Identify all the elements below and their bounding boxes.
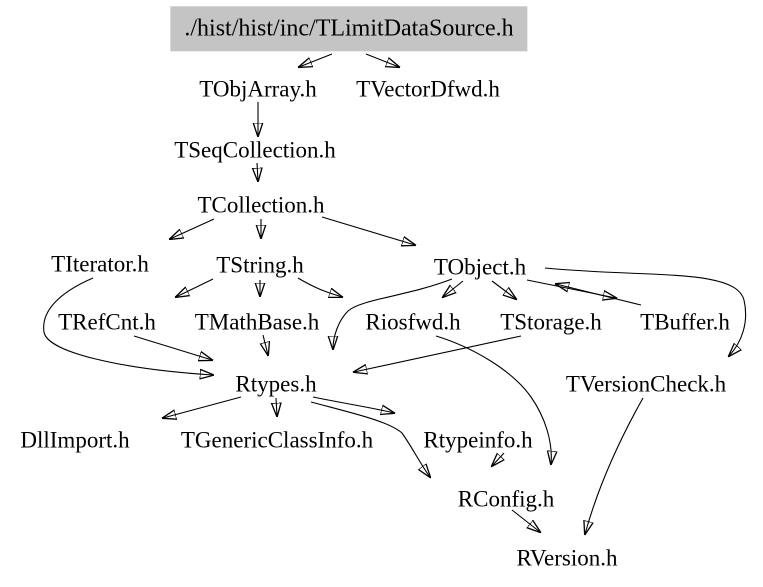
node-rconfig[interactable]: RConfig.h bbox=[457, 486, 555, 512]
edge-rconfig-rversion bbox=[511, 509, 540, 532]
node-trefcnt[interactable]: TRefCnt.h bbox=[58, 309, 156, 335]
edge-root-tobjarray bbox=[299, 53, 333, 67]
node-tversioncheck[interactable]: TVersionCheck.h bbox=[565, 371, 727, 397]
edge-rtypes-dllimport bbox=[163, 396, 242, 418]
node-dllimport[interactable]: DllImport.h bbox=[20, 427, 130, 453]
node-rtypes[interactable]: Rtypes.h bbox=[235, 371, 317, 397]
edge-tstring-trefcnt bbox=[176, 278, 214, 297]
edge-rtypes-tgenericclassinfo bbox=[276, 397, 277, 416]
edge-tobject-tversioncheck bbox=[544, 267, 747, 356]
node-titerator[interactable]: TIterator.h bbox=[51, 251, 149, 277]
edge-titerator-rtypes bbox=[43, 277, 213, 375]
edge-tseqcollection-tcollection bbox=[257, 162, 258, 181]
edge-tcollection-tobject bbox=[321, 216, 415, 245]
edge-tversioncheck-rversion bbox=[585, 397, 644, 534]
edge-rtypes-rconfig bbox=[310, 401, 430, 477]
edge-tobject-rtypes bbox=[333, 278, 453, 349]
node-tcollection[interactable]: TCollection.h bbox=[197, 192, 325, 218]
node-tmathbase[interactable]: TMathBase.h bbox=[194, 309, 320, 335]
edge-tmathbase-rtypes bbox=[263, 334, 268, 355]
node-tbuffer[interactable]: TBuffer.h bbox=[640, 309, 730, 335]
edge-tcollection-titerator bbox=[170, 218, 215, 239]
node-tseqcollection[interactable]: TSeqCollection.h bbox=[174, 137, 336, 163]
edge-rtypes-rtypeinfo bbox=[312, 396, 394, 413]
node-tgenericclassinfo[interactable]: TGenericClassInfo.h bbox=[180, 427, 374, 453]
node-riosfwd[interactable]: Riosfwd.h bbox=[365, 309, 461, 335]
node-tvectordfwd[interactable]: TVectorDfwd.h bbox=[356, 76, 500, 102]
node-rversion[interactable]: RVersion.h bbox=[516, 545, 618, 571]
edge-tobject-riosfwd bbox=[443, 280, 464, 297]
node-tstorage[interactable]: TStorage.h bbox=[500, 309, 602, 335]
node-rtypeinfo[interactable]: Rtypeinfo.h bbox=[423, 427, 533, 453]
node-tstring[interactable]: TString.h bbox=[216, 252, 304, 278]
node-tobject[interactable]: TObject.h bbox=[433, 254, 527, 280]
edge-tstring-riosfwd bbox=[297, 277, 342, 297]
node-tobjarray[interactable]: TObjArray.h bbox=[199, 76, 317, 102]
edge-riosfwd-rconfig bbox=[435, 335, 551, 464]
node-tlimitdatasource[interactable]: ./hist/hist/inc/TLimitDataSource.h bbox=[170, 6, 528, 52]
edge-root-tvectordfwd bbox=[365, 53, 399, 67]
edge-tobject-tstorage bbox=[491, 280, 516, 299]
edge-tbuffer-tobject bbox=[556, 284, 642, 306]
edge-tstorage-rtypes bbox=[354, 335, 522, 372]
edge-rtypeinfo-rconfig bbox=[492, 453, 504, 466]
edge-trefcnt-rtypes bbox=[133, 335, 212, 360]
